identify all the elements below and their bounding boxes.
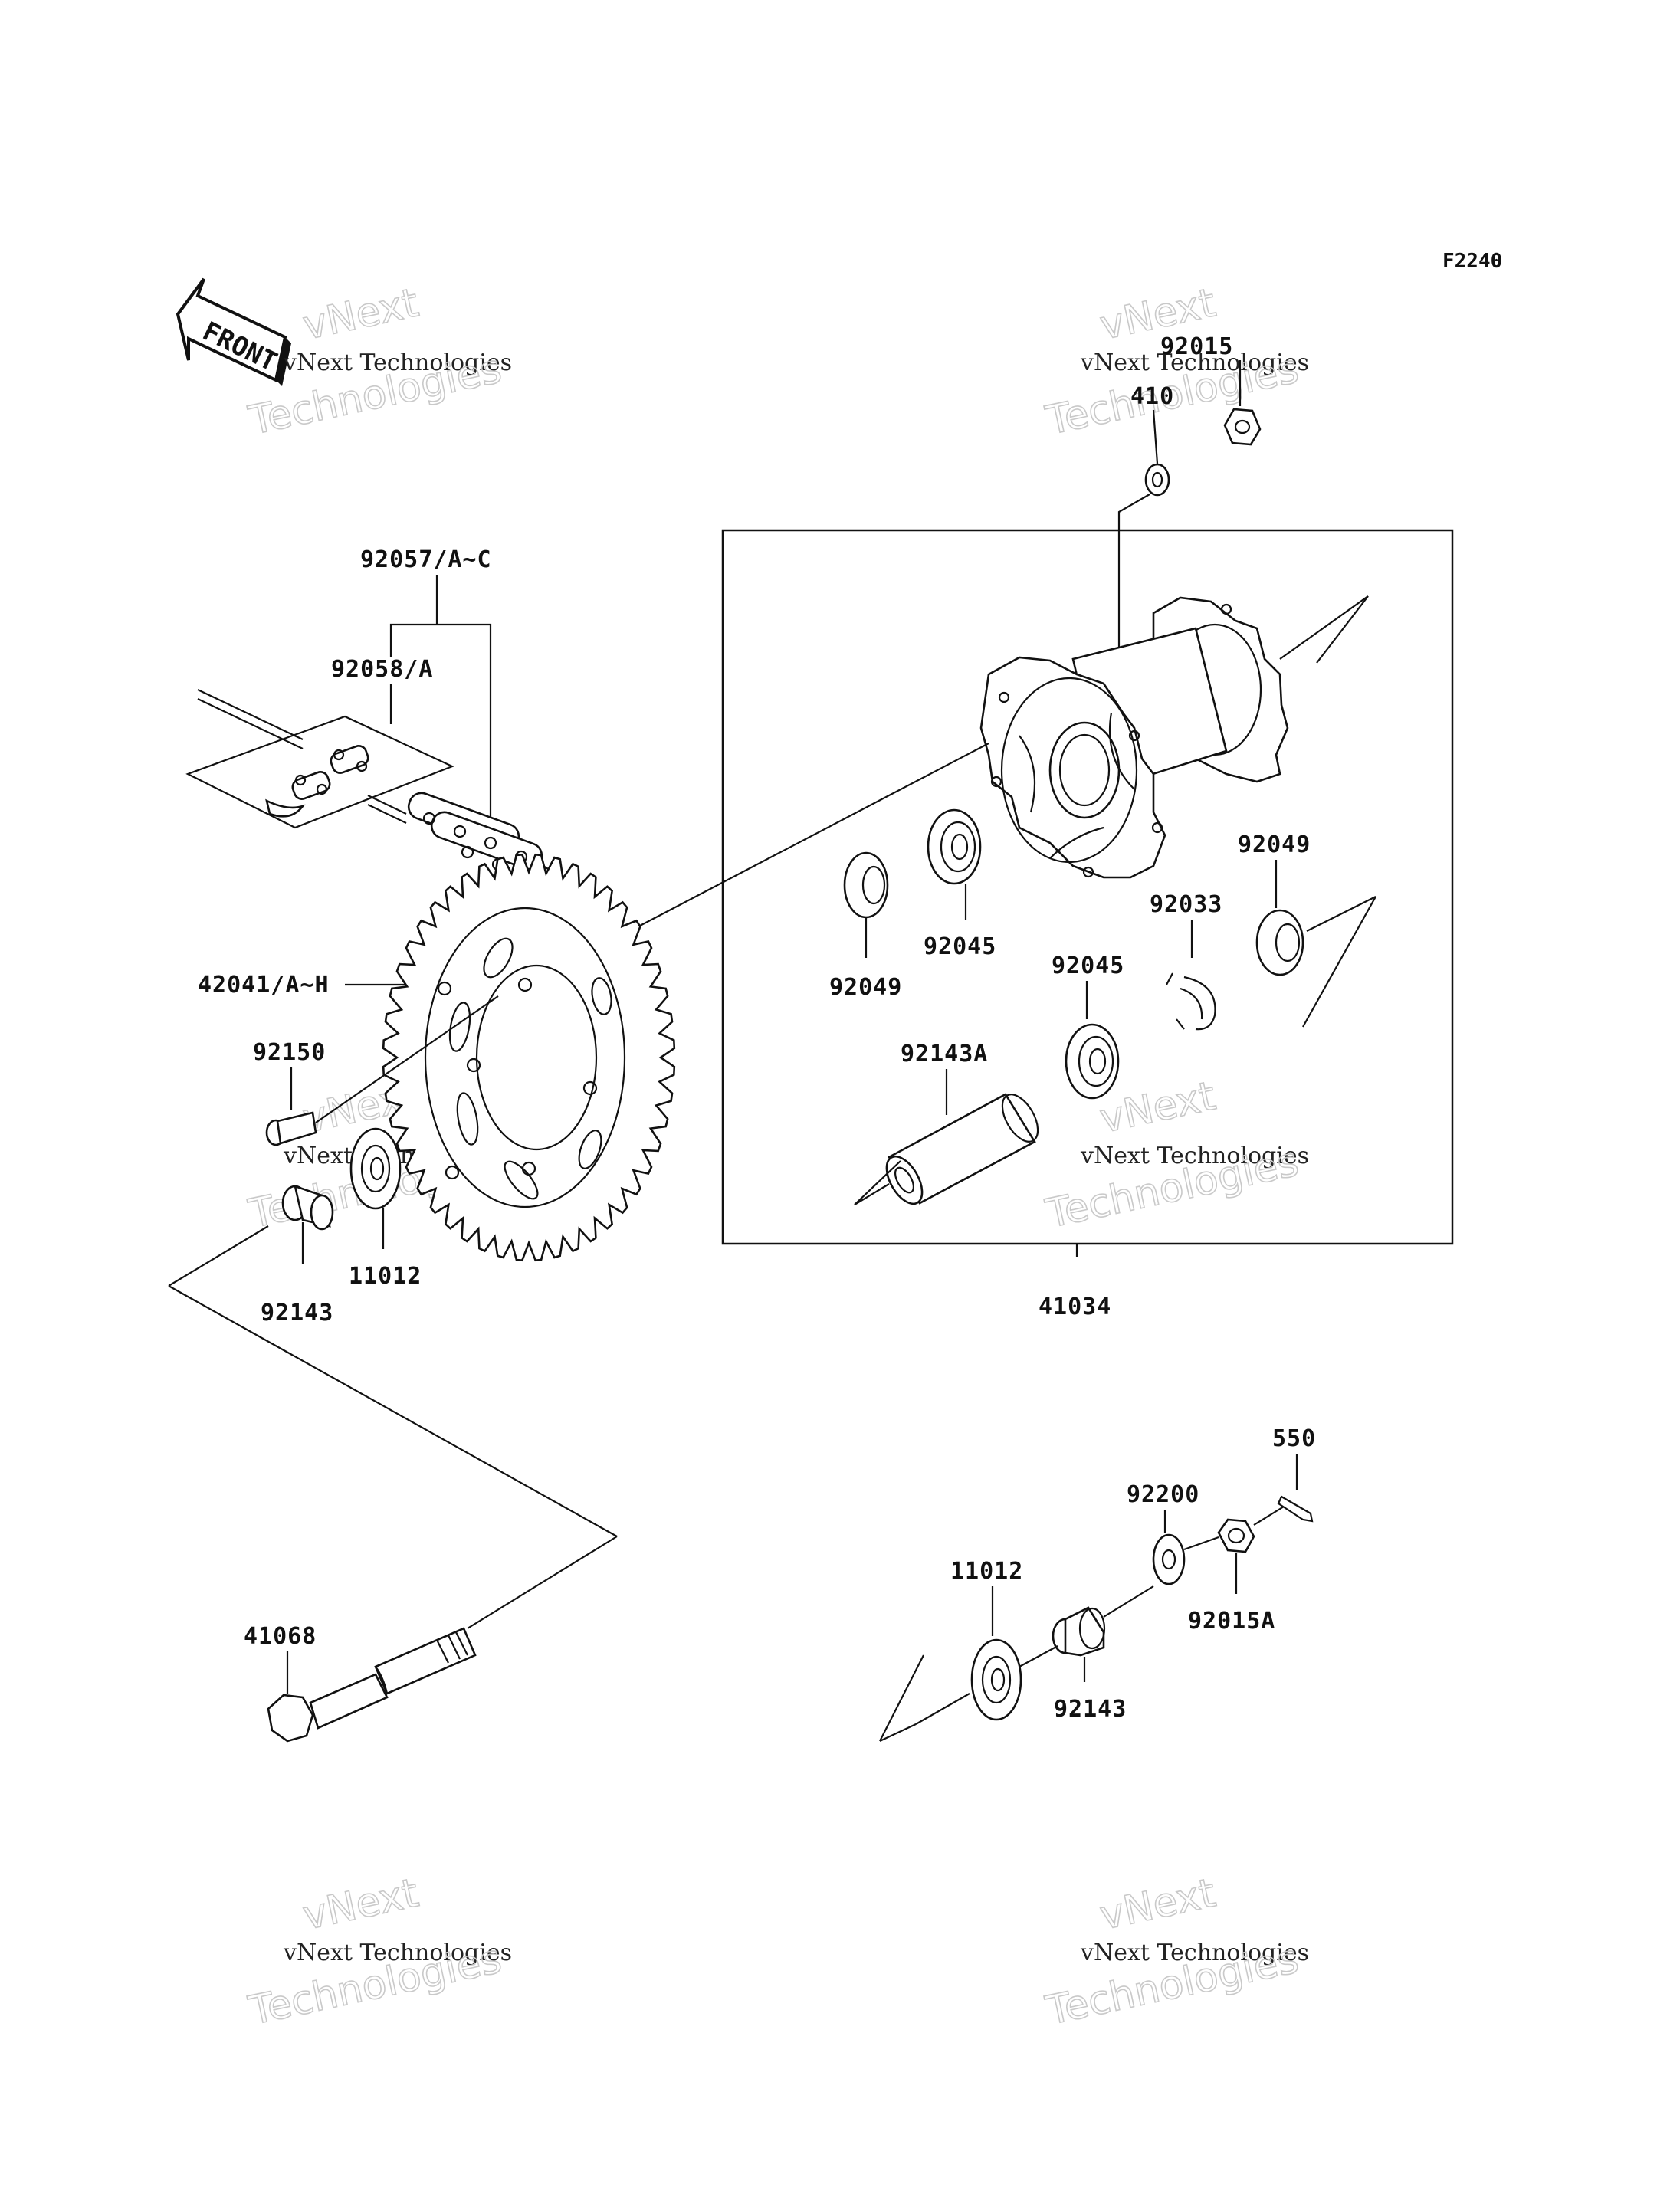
- svg-text:vNext Technologies: vNext Technologies: [1080, 1940, 1309, 1966]
- bearing-92045-upper-icon: [927, 808, 982, 885]
- bearing-11012-left-icon: [349, 1127, 402, 1210]
- rear-sprocket-42041-icon: [382, 853, 676, 1262]
- label-41034: 41034: [1039, 1294, 1111, 1320]
- svg-text:vNext: vNext: [1096, 1870, 1219, 1939]
- washer-410-icon: [1144, 463, 1170, 497]
- label-41068: 41068: [244, 1623, 317, 1650]
- axle-41068-icon: [267, 1627, 477, 1743]
- svg-text:vNext Technologies: vNext Technologies: [283, 349, 512, 376]
- watermark: vNext vNext Technologies Technologies: [1041, 1870, 1309, 2035]
- nut-92015-icon: [1223, 408, 1262, 446]
- rear-hub-icon: [979, 596, 1289, 879]
- circlip-92033-icon: [1166, 972, 1216, 1031]
- label-410: 410: [1130, 383, 1174, 410]
- svg-text:vNext: vNext: [299, 1870, 422, 1939]
- label-92045-upper: 92045: [924, 933, 996, 960]
- label-92143-right: 92143: [1054, 1696, 1127, 1723]
- bolt-92150-icon: [265, 1111, 317, 1146]
- nut-92015A-icon: [1217, 1518, 1255, 1553]
- seal-92049-left-icon: [843, 851, 889, 919]
- label-92058: 92058/A: [331, 656, 433, 683]
- bearing-92045-lower-icon: [1065, 1023, 1120, 1100]
- label-550: 550: [1272, 1425, 1316, 1452]
- svg-text:vNext Technologies: vNext Technologies: [1080, 1143, 1309, 1169]
- label-92033: 92033: [1150, 891, 1222, 918]
- label-92143-left: 92143: [261, 1300, 333, 1326]
- label-11012-left: 11012: [349, 1263, 422, 1290]
- label-92049-left: 92049: [829, 974, 902, 1001]
- label-92045-lower: 92045: [1052, 953, 1124, 979]
- label-92200: 92200: [1127, 1481, 1199, 1508]
- collar-92143-left-icon: [281, 1185, 334, 1231]
- label-92015: 92015: [1160, 333, 1233, 360]
- label-92143A: 92143A: [901, 1041, 988, 1067]
- svg-text:vNext: vNext: [1096, 1073, 1219, 1142]
- label-11012-right: 11012: [950, 1558, 1023, 1585]
- svg-text:vNext Technologies: vNext Technologies: [1080, 349, 1309, 376]
- svg-text:vNext: vNext: [299, 280, 422, 349]
- cotter-pin-550-icon: [1277, 1495, 1314, 1523]
- svg-text:vNext Technologies: vNext Technologies: [283, 1940, 512, 1966]
- spacer-92143A-icon: [885, 1093, 1039, 1205]
- label-92049-right: 92049: [1238, 831, 1311, 858]
- watermark: vNext vNext Technologies Technologies: [1041, 280, 1309, 445]
- label-92015A: 92015A: [1188, 1608, 1275, 1635]
- diagram-code: F2240: [1442, 250, 1502, 273]
- watermark: vNext vNext Technologies Technologies: [244, 1870, 512, 2035]
- hub-assembly-box: [721, 529, 1454, 1245]
- label-42041: 42041/A~H: [198, 972, 330, 998]
- washer-92200-icon: [1152, 1533, 1186, 1585]
- master-link-92058-icon: [185, 715, 454, 829]
- label-92150: 92150: [253, 1039, 326, 1066]
- collar-92143-right-icon: [1052, 1606, 1106, 1657]
- label-92057: 92057/A~C: [360, 546, 492, 573]
- bearing-11012-right-icon: [970, 1638, 1022, 1721]
- watermark: vNext vNext Technologies Technologies: [1041, 1073, 1309, 1238]
- seal-92049-right-icon: [1255, 909, 1304, 976]
- front-arrow-icon: FRONT: [176, 277, 291, 386]
- watermark: vNext vNext Technologies Technologies: [244, 280, 512, 445]
